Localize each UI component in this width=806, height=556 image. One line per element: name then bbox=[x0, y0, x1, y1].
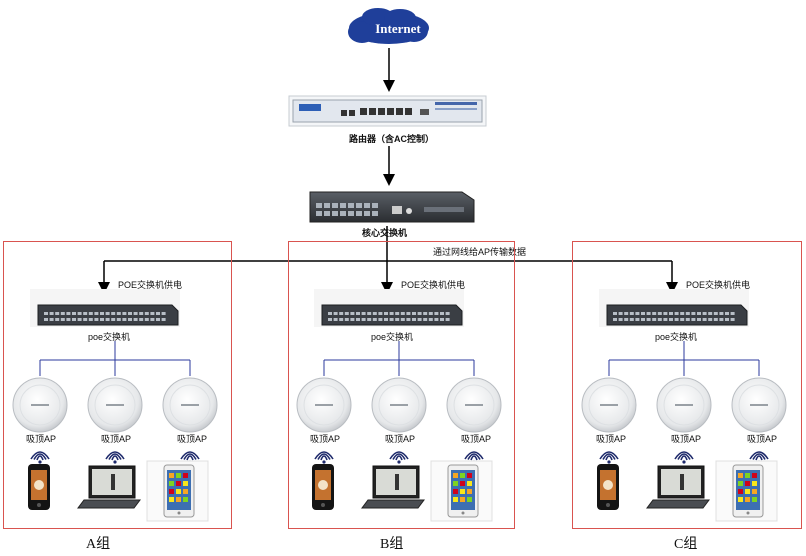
poe-switch-icon bbox=[599, 289, 749, 327]
core-switch-label: 核心交换机 bbox=[362, 228, 408, 238]
group-a-ap2-label: 吸顶AP bbox=[101, 434, 132, 444]
ceiling-ap-icon bbox=[12, 377, 68, 433]
group-a-switch-label: poe交换机 bbox=[88, 332, 131, 342]
ceiling-ap-icon bbox=[581, 377, 637, 433]
ceiling-ap-icon bbox=[87, 377, 143, 433]
data-link-label: 通过网线给AP传输数据 bbox=[433, 247, 527, 257]
group-b-ap3-label: 吸顶AP bbox=[461, 434, 492, 444]
group-c-ap3-label: 吸顶AP bbox=[747, 434, 778, 444]
group-b-ap2-label: 吸顶AP bbox=[385, 434, 416, 444]
group-c-name: C组 bbox=[674, 537, 698, 552]
ceiling-ap-icon bbox=[162, 377, 218, 433]
group-b-ap1-label: 吸顶AP bbox=[310, 434, 341, 444]
smartphone-icon bbox=[312, 464, 334, 510]
group-c-devices bbox=[581, 289, 787, 522]
wifi-signal-icon bbox=[314, 451, 334, 464]
group-b-poe-label: POE交换机供电 bbox=[401, 280, 466, 290]
poe-switch-icon bbox=[30, 289, 180, 327]
group-a-box bbox=[3, 241, 232, 529]
router-icon bbox=[288, 95, 487, 127]
ceiling-ap-icon bbox=[371, 377, 427, 433]
group-b-box bbox=[288, 241, 515, 529]
group-b-name: B组 bbox=[380, 537, 404, 552]
group-a-devices bbox=[12, 289, 218, 522]
group-c-poe-label: POE交换机供电 bbox=[686, 280, 751, 290]
internet-cloud-icon bbox=[348, 8, 429, 44]
smartphone-icon bbox=[597, 464, 619, 510]
group-a-ap3-label: 吸顶AP bbox=[177, 434, 208, 444]
tablet-icon bbox=[430, 460, 493, 522]
group-c-box bbox=[572, 241, 802, 529]
wifi-signal-icon bbox=[674, 451, 694, 464]
ceiling-ap-icon bbox=[296, 377, 352, 433]
router-label: 路由器（含AC控制） bbox=[349, 134, 434, 144]
poe-switch-icon bbox=[314, 289, 464, 327]
ceiling-ap-icon bbox=[731, 377, 787, 433]
group-c-switch-label: poe交换机 bbox=[655, 332, 698, 342]
core-switch-icon bbox=[309, 191, 475, 223]
laptop-icon bbox=[361, 465, 425, 509]
ceiling-ap-icon bbox=[446, 377, 502, 433]
smartphone-icon bbox=[28, 464, 50, 510]
wifi-signal-icon bbox=[30, 451, 50, 464]
ceiling-ap-icon bbox=[656, 377, 712, 433]
group-a-poe-label: POE交换机供电 bbox=[118, 280, 183, 290]
group-c-ap2-label: 吸顶AP bbox=[671, 434, 702, 444]
group-a-name: A组 bbox=[86, 537, 111, 552]
group-a-ap1-label: 吸顶AP bbox=[26, 434, 57, 444]
group-b-devices bbox=[296, 289, 502, 522]
tablet-icon bbox=[715, 460, 778, 522]
wifi-signal-icon bbox=[389, 451, 409, 464]
group-c-ap1-label: 吸顶AP bbox=[596, 434, 627, 444]
wifi-signal-icon bbox=[599, 451, 619, 464]
wifi-signal-icon bbox=[105, 451, 125, 464]
laptop-icon bbox=[646, 465, 710, 509]
laptop-icon bbox=[77, 465, 141, 509]
tablet-icon bbox=[146, 460, 209, 522]
group-b-switch-label: poe交换机 bbox=[371, 332, 414, 342]
